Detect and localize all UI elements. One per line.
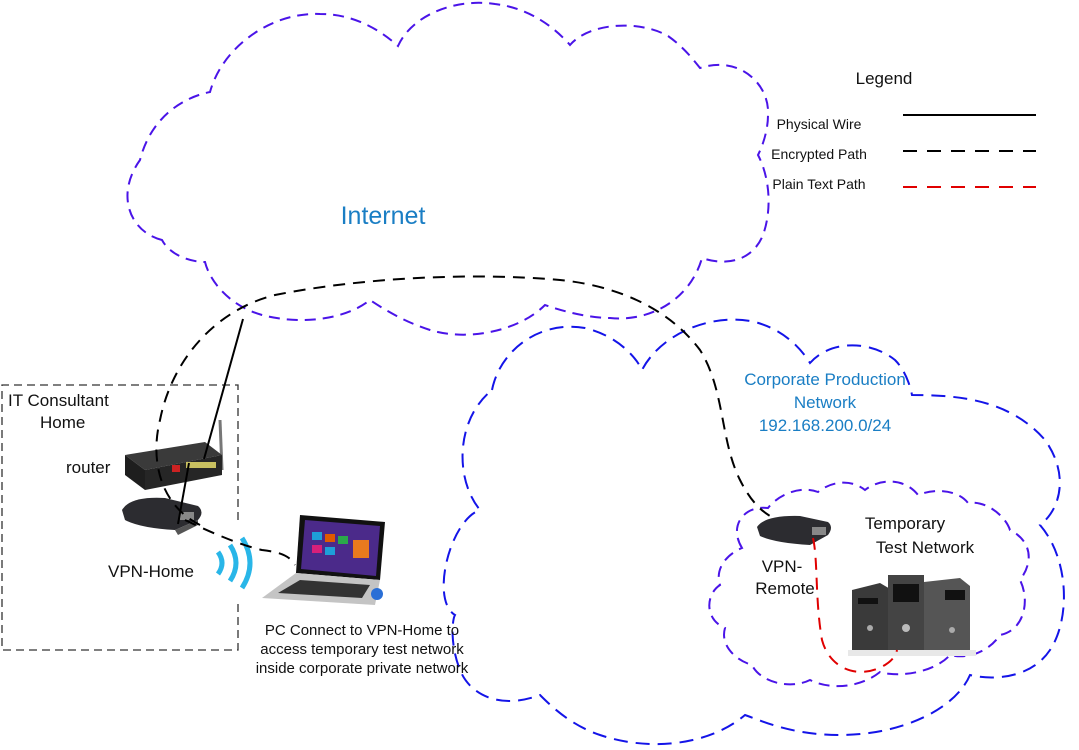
router-label: router xyxy=(66,458,111,477)
router-icon xyxy=(125,419,224,490)
plain-text-path-vpnremote-servers xyxy=(812,537,898,673)
legend-label-physical-wire: Physical Wire xyxy=(777,116,862,132)
encrypted-path-vpn-tunnel xyxy=(155,275,771,526)
physical-wire-internet-router xyxy=(203,318,244,460)
corporate-network-cloud xyxy=(442,318,1065,746)
physical-wire-router-vpnhome xyxy=(177,462,190,525)
home-label-line2: Home xyxy=(40,413,85,432)
home-label-line1: IT Consultant xyxy=(8,391,109,410)
home-boundary-box xyxy=(1,384,239,651)
encrypted-path-wifi-laptop xyxy=(184,519,296,566)
wifi-signal-icon xyxy=(215,536,253,590)
legend-title: Legend xyxy=(856,69,913,88)
internet-cloud xyxy=(126,1,770,336)
pc-caption-line3: inside corporate private network xyxy=(256,660,469,677)
vpn-home-device-icon xyxy=(122,497,202,535)
laptop-icon xyxy=(262,515,385,605)
corporate-label-line2: Network xyxy=(794,393,857,412)
vpn-home-label: VPN-Home xyxy=(108,562,194,581)
vpn-remote-device-icon xyxy=(757,515,831,545)
internet-label: Internet xyxy=(341,202,426,230)
test-network-label-line2: Test Network xyxy=(876,538,975,557)
corporate-label-line1: Corporate Production xyxy=(744,370,906,389)
vpn-remote-label-line2: Remote xyxy=(755,579,815,598)
pc-caption-line2: access temporary test network xyxy=(260,641,464,658)
legend-label-encrypted-path: Encrypted Path xyxy=(771,146,867,162)
servers-icon xyxy=(848,575,976,656)
pc-caption-line1: PC Connect to VPN-Home to xyxy=(265,622,459,639)
test-network-label-line1: Temporary xyxy=(865,514,946,533)
vpn-remote-label-line1: VPN- xyxy=(762,557,803,576)
legend-label-plain-text-path: Plain Text Path xyxy=(772,176,865,192)
corporate-subnet-label: 192.168.200.0/24 xyxy=(759,416,891,435)
legend: Legend Physical Wire Encrypted Path Plai… xyxy=(771,69,1036,192)
test-network-cloud xyxy=(708,480,1030,688)
